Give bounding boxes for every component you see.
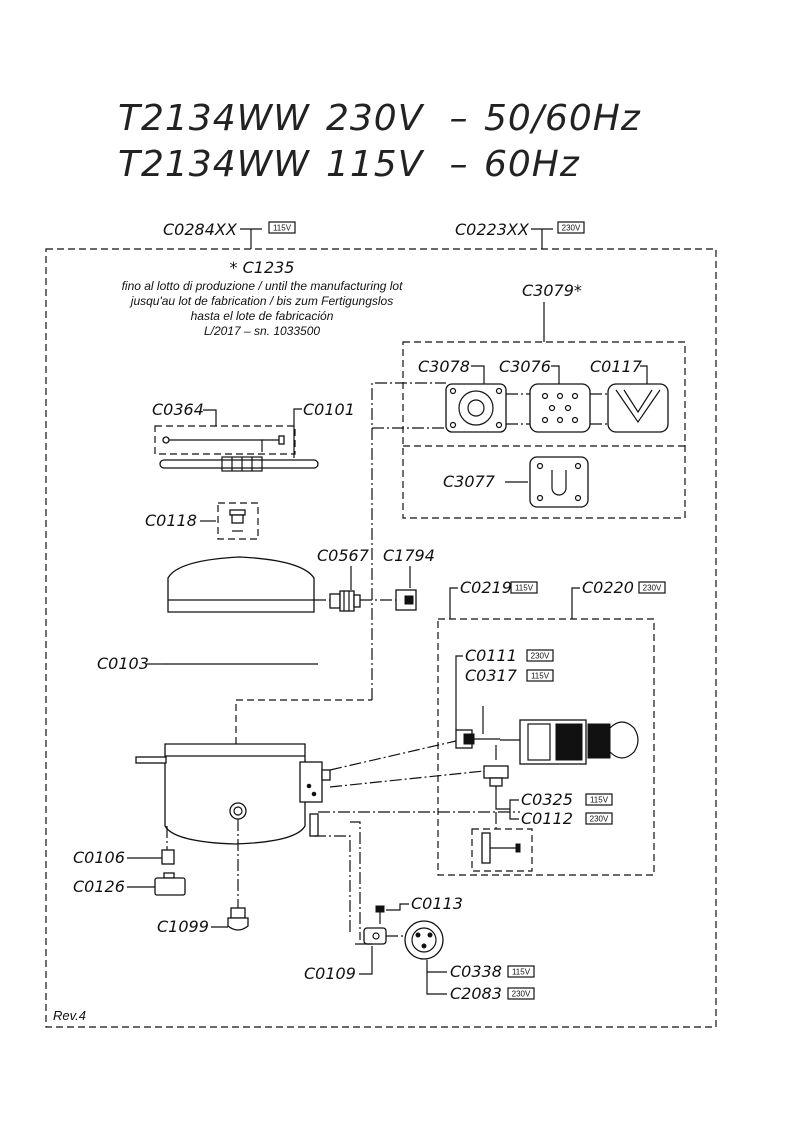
part-label-c2083: C2083 [450, 984, 502, 1003]
voltage-badge: 115V [531, 672, 550, 681]
compressor-body [135, 743, 331, 845]
voltage-badge: 230V [643, 584, 662, 593]
part-label-c0106: C0106 [73, 848, 125, 867]
fitting-c0567 [329, 590, 361, 612]
gasket-c3076 [529, 383, 591, 433]
voltage-badge: 115V [515, 584, 534, 593]
title-line-230v: T2134WW 230V–50/60Hz [118, 98, 758, 144]
part-label-c3079: C3079* [522, 281, 582, 300]
part-label-c0126: C0126 [73, 877, 125, 896]
part-label-c0118: C0118 [145, 511, 197, 530]
part-label-c0220: C0220 [582, 578, 634, 597]
voltage-badge: 115V [512, 968, 531, 977]
heater-band-c0101 [159, 456, 319, 472]
part-label-c0109: C0109 [304, 964, 356, 983]
note-line: jusqu'au lot de fabrication / bis zum Fe… [129, 294, 393, 308]
part-label-c1099: C1099 [157, 917, 209, 936]
part-label-c0101: C0101 [303, 400, 355, 419]
valve-plate-kit-boundary [402, 341, 686, 519]
voltage-badge: 230V [562, 224, 581, 233]
voltage-badge: 115V [590, 796, 609, 805]
kit-c0223xx-label: C0223XX 230V [455, 220, 585, 249]
title-voltage: 230V [326, 98, 424, 139]
valve-plate-c3078 [445, 383, 507, 433]
bracket-c0109 [355, 927, 404, 945]
part-label-c0113: C0113 [411, 894, 463, 913]
drain-c1099 [227, 907, 249, 931]
part-label-c0338: C0338 [450, 962, 502, 981]
note-line: fino al lotto di produzione / until the … [122, 279, 404, 293]
title-line-115v: T2134WW 115V–60Hz [118, 144, 758, 190]
electrical-kit-boundary [437, 618, 655, 876]
compressor-cover [167, 556, 315, 613]
voltage-badge: 115V [273, 224, 292, 233]
note-line: L/2017 – sn. 1033500 [204, 324, 320, 338]
title-frequency: 50/60Hz [484, 98, 641, 139]
starter-relay [500, 719, 639, 765]
note-line: hasta el lote de fabricación [191, 309, 334, 323]
relay-c0111 [455, 729, 475, 749]
production-lot-note: * C1235 fino al lotto di produzione / un… [122, 258, 404, 338]
part-label-c0317: C0317 [465, 666, 518, 685]
screw-c0113 [375, 905, 385, 924]
title-frequency: 60Hz [484, 144, 580, 185]
clamp-c0364 [162, 435, 285, 452]
voltage-badge: 230V [590, 815, 609, 824]
gasket-c0117 [607, 383, 669, 433]
grommet-c0106 [161, 849, 175, 865]
terminal-kit-boundary [471, 828, 533, 872]
kit-c0284xx-label: C0284XX 115V [163, 220, 296, 249]
cylinder-head-c3077 [529, 456, 589, 508]
kit-boundary [45, 248, 717, 1028]
part-label-c0325: C0325 [521, 790, 573, 809]
part-label-c3076: C3076 [499, 357, 551, 376]
part-label-c3078: C3078 [418, 357, 470, 376]
kit-code: C0284XX [163, 220, 238, 239]
title-dash: – [449, 144, 469, 185]
title-voltage: 115V [326, 144, 424, 185]
part-label-c3077: C3077 [443, 472, 496, 491]
protector-c0338 [404, 920, 444, 960]
title-model: T2134WW [118, 144, 310, 185]
foot-c0126 [154, 872, 186, 896]
part-label-c1794: C1794 [383, 546, 435, 565]
terminal-screw [481, 832, 521, 864]
plug-c0118 [229, 509, 246, 532]
part-label-c0103: C0103 [97, 654, 149, 673]
title-dash: – [449, 98, 469, 139]
part-label-c0112: C0112 [521, 809, 573, 828]
part-label-c0219: C0219 [460, 578, 512, 597]
cap-c1794 [395, 589, 417, 611]
title-model: T2134WW [118, 98, 310, 139]
clamp-kit-boundary [154, 425, 296, 455]
revision-label: Rev.4 [53, 1008, 86, 1023]
part-label-c0117: C0117 [590, 357, 643, 376]
part-label-c0364: C0364 [152, 400, 204, 419]
part-label-c0111: C0111 [465, 646, 517, 665]
plug-kit-boundary [217, 502, 259, 540]
part-label-c0567: C0567 [317, 546, 370, 565]
kit-code: C0223XX [455, 220, 530, 239]
note-code: * C1235 [230, 258, 295, 277]
overload-protector-c0325 [483, 765, 509, 787]
voltage-badge: 230V [531, 652, 550, 661]
voltage-badge: 230V [512, 990, 531, 999]
title-block: T2134WW 230V–50/60Hz T2134WW 115V–60Hz [118, 98, 758, 190]
